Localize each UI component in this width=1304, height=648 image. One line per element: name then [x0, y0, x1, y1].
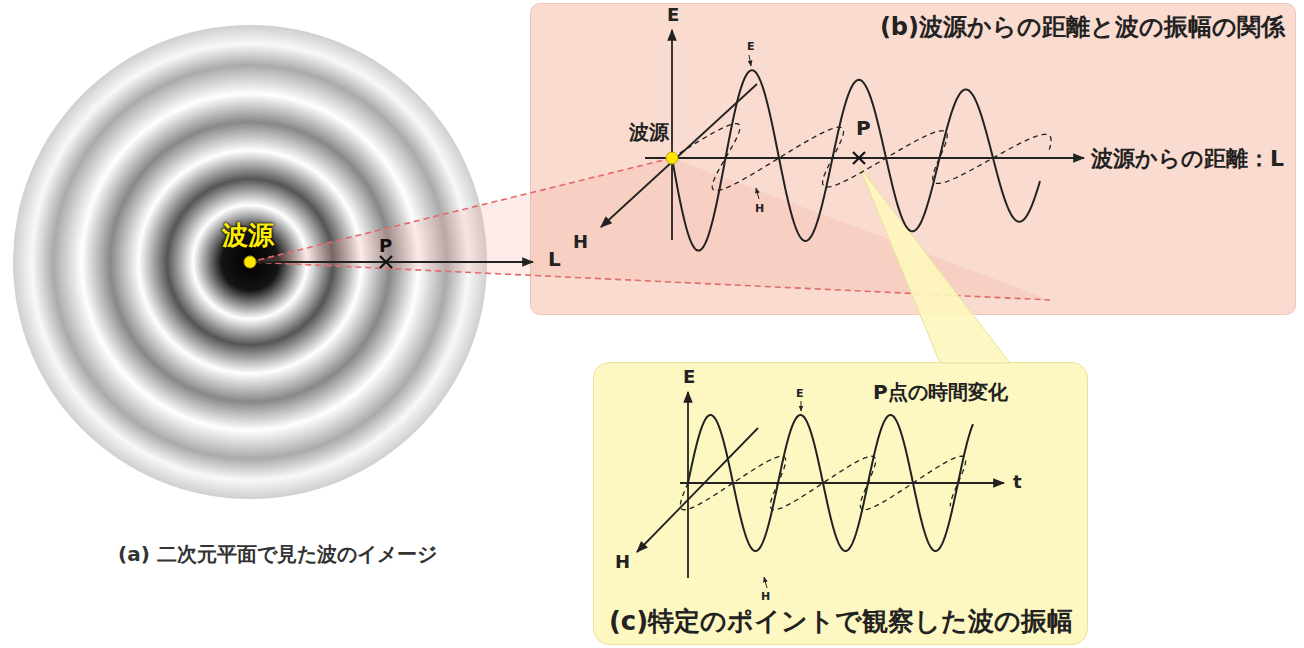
axis-label: 波源からの距離：L — [1091, 147, 1284, 171]
pointer-arrow — [749, 55, 751, 66]
point-cross — [380, 256, 392, 268]
axis-label: H — [755, 203, 764, 215]
pointer-arrow — [756, 188, 759, 199]
axis-label: E — [796, 388, 804, 400]
wave-source-dot — [244, 256, 256, 268]
axis-label: H — [573, 232, 588, 252]
panel-caption: (c)特定のポイントで観察した波の振幅 — [609, 607, 1073, 636]
h-axis — [601, 84, 757, 227]
wave-rings-circle: 波源 P — [13, 25, 487, 499]
zoom-guide-line — [250, 158, 1050, 300]
e-axis — [671, 30, 673, 240]
h-axis — [637, 428, 758, 552]
axis-label: H — [615, 552, 630, 572]
axis-label: t — [1013, 472, 1022, 492]
wave-layer — [672, 70, 1051, 551]
axis-label: L — [548, 248, 561, 270]
panel-caption: (a) 二次元平面で見た波のイメージ — [118, 543, 437, 565]
axis-label: E — [683, 367, 695, 387]
axis-label: E — [667, 5, 679, 25]
axes — [250, 30, 1084, 588]
connector-layer — [250, 158, 1050, 363]
callout-wedge — [859, 166, 1010, 363]
time-axis — [680, 482, 1004, 484]
zoom-wedge — [250, 158, 1050, 300]
e-field-wave — [688, 415, 973, 551]
e-axis — [687, 392, 689, 578]
pointer-arrow — [764, 577, 767, 588]
pointer-arrow — [801, 401, 802, 411]
source-label: 波源 — [222, 221, 274, 250]
distance-panel: (b)波源からの距離と波の振幅の関係 E E 波源 P 波源からの距離：L H H — [530, 3, 1296, 315]
point-label: P — [379, 236, 392, 256]
panel-title: P点の時間変化 — [873, 381, 1008, 403]
h-field-wave — [680, 456, 965, 510]
axis-label: H — [761, 591, 770, 603]
distance-axis — [645, 157, 1084, 159]
wave-source-dot — [666, 152, 678, 164]
source-label: 波源 — [627, 121, 671, 143]
distance-axis — [250, 261, 533, 263]
time-panel: P点の時間変化 E EtH H (c)特定のポイントで観察した波の振幅 — [593, 362, 1088, 645]
h-field-wave — [672, 124, 1051, 191]
point-cross — [853, 152, 865, 164]
point-label: P — [854, 117, 873, 139]
e-field-wave — [672, 70, 1040, 250]
axis-label: E — [747, 41, 755, 53]
panel-title: (b)波源からの距離と波の振幅の関係 — [880, 14, 1285, 40]
point-marks — [244, 152, 865, 268]
